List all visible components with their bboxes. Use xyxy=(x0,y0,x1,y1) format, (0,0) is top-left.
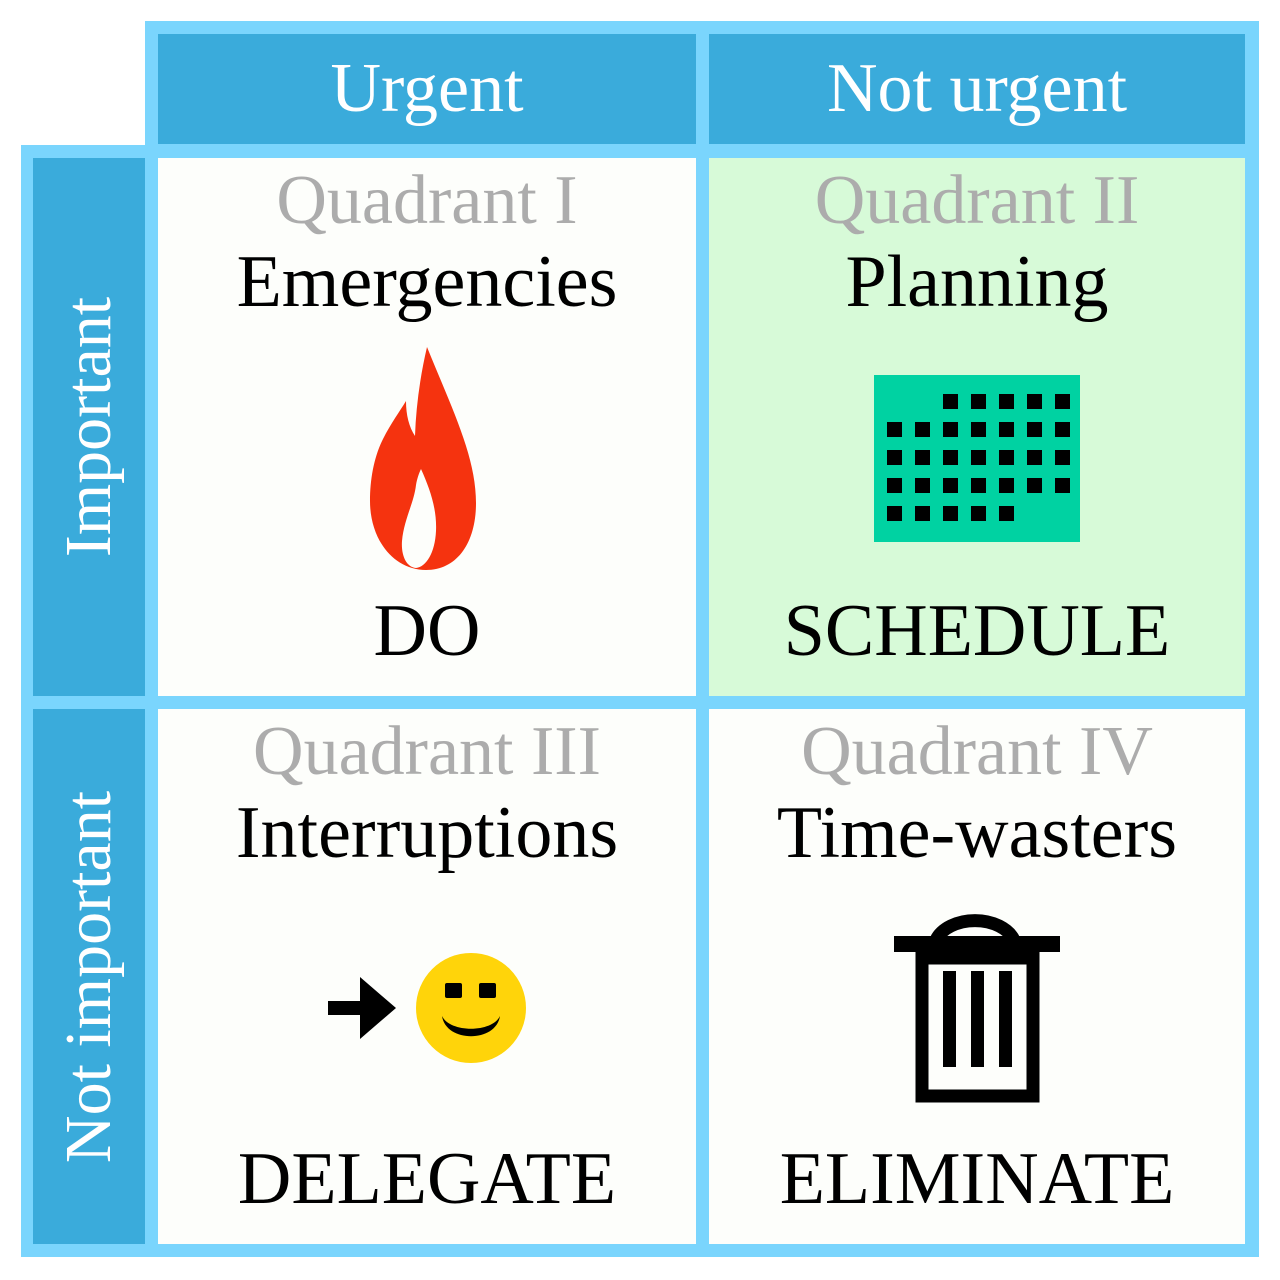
row-header-important-label: Important xyxy=(52,296,126,558)
right-arrow-icon xyxy=(328,977,396,1040)
column-header-urgent: Urgent xyxy=(158,34,696,144)
quadrant-1-title: Quadrant I xyxy=(276,162,578,239)
quadrant-2-action: SCHEDULE xyxy=(783,590,1171,672)
quadrant-3-iconbox xyxy=(328,875,526,1142)
quadrant-1-action: DO xyxy=(373,590,481,672)
quadrant-2-title: Quadrant II xyxy=(814,162,1140,239)
quadrant-4-title: Quadrant IV xyxy=(801,713,1153,790)
quadrant-1-iconbox xyxy=(357,324,497,594)
column-header-not-urgent: Not urgent xyxy=(709,34,1245,144)
fire-icon xyxy=(370,346,476,570)
row-header-not-important: Not important xyxy=(33,709,145,1244)
quadrant-4-subject: Time-wasters xyxy=(776,792,1178,875)
quadrant-3: Quadrant III Interruptions DELEGATE xyxy=(158,709,696,1244)
quadrant-4: Quadrant IV Time-wasters ELIMINATE xyxy=(709,709,1245,1244)
quadrant-2-iconbox xyxy=(874,324,1080,594)
quadrant-4-iconbox xyxy=(891,875,1063,1142)
quadrant-2: Quadrant II Planning SCHEDULE xyxy=(709,158,1245,696)
row-header-not-important-label: Not important xyxy=(52,790,125,1163)
quadrant-1: Quadrant I Emergencies DO xyxy=(158,158,696,696)
column-header-urgent-label: Urgent xyxy=(330,50,524,127)
smiley-face-icon xyxy=(416,953,526,1064)
quadrant-4-action: ELIMINATE xyxy=(779,1138,1175,1220)
quadrant-1-subject: Emergencies xyxy=(236,241,618,324)
quadrant-3-title: Quadrant III xyxy=(253,713,601,790)
quadrant-2-subject: Planning xyxy=(845,241,1109,324)
row-header-important: Important xyxy=(33,158,145,696)
trash-can-icon xyxy=(894,914,1060,1103)
column-header-not-urgent-label: Not urgent xyxy=(826,50,1128,127)
quadrant-3-action: DELEGATE xyxy=(237,1138,617,1220)
quadrant-3-subject: Interruptions xyxy=(235,792,619,875)
calendar-icon xyxy=(874,375,1080,543)
